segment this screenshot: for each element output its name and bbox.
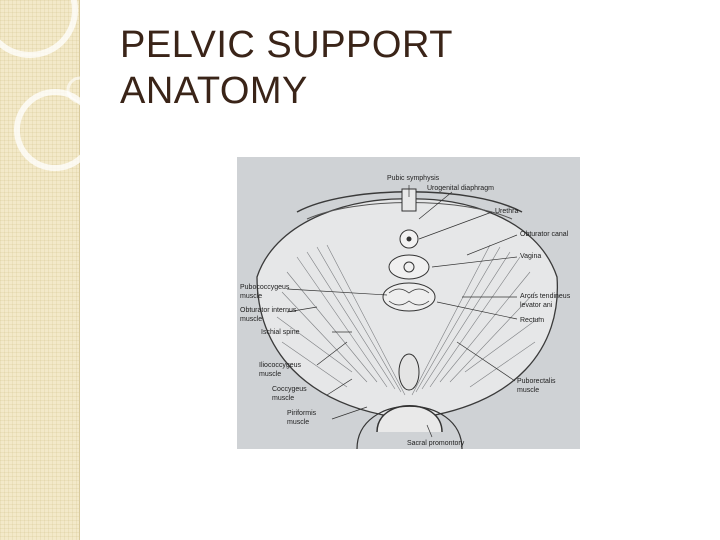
label-sacral-promontory: Sacral promontory: [407, 440, 465, 447]
label-puborectalis-muscle: muscle: [517, 387, 539, 394]
label-pubococcygeus-muscle: muscle: [240, 293, 262, 300]
title-line-1: PELVIC SUPPORT: [120, 22, 453, 68]
label-iliococcygeus-muscle: muscle: [259, 371, 281, 378]
label-vagina: Vagina: [520, 253, 541, 260]
title-line-2: ANATOMY: [120, 68, 453, 114]
label-pubic-symphysis: Pubic symphysis: [387, 175, 440, 182]
label-obturator-internus-muscle: muscle: [240, 316, 262, 323]
label-coccygeus-muscle: muscle: [272, 395, 294, 402]
label-urogenital-diaphragm: Urogenital diaphragm: [427, 185, 494, 192]
slide-title: PELVIC SUPPORT ANATOMY: [120, 22, 453, 114]
label-obturator-canal: Obturator canal: [520, 231, 569, 238]
label-puborectalis: Puborectalis: [517, 378, 556, 385]
label-pubococcygeus: Pubococcygeus: [240, 284, 290, 291]
pelvic-floor-diagram: Pubic symphysis Urogenital diaphragm Ure…: [237, 157, 580, 449]
label-levator-ani: levator ani: [520, 302, 553, 309]
label-urethra: Urethra: [495, 208, 518, 215]
diagram-drawing: Pubic symphysis Urogenital diaphragm Ure…: [237, 157, 580, 449]
label-rectum: Rectum: [520, 317, 544, 324]
label-arcus-tendineus: Arcus tendineus: [520, 293, 571, 300]
label-piriformis-muscle: muscle: [287, 419, 309, 426]
label-ischial-spine: Ischial spine: [261, 329, 300, 336]
label-piriformis: Piriformis: [287, 410, 317, 417]
label-obturator-internus: Obturator internus: [240, 307, 297, 314]
label-iliococcygeus: Iliococcygeus: [259, 362, 302, 369]
label-coccygeus: Coccygeus: [272, 386, 307, 393]
